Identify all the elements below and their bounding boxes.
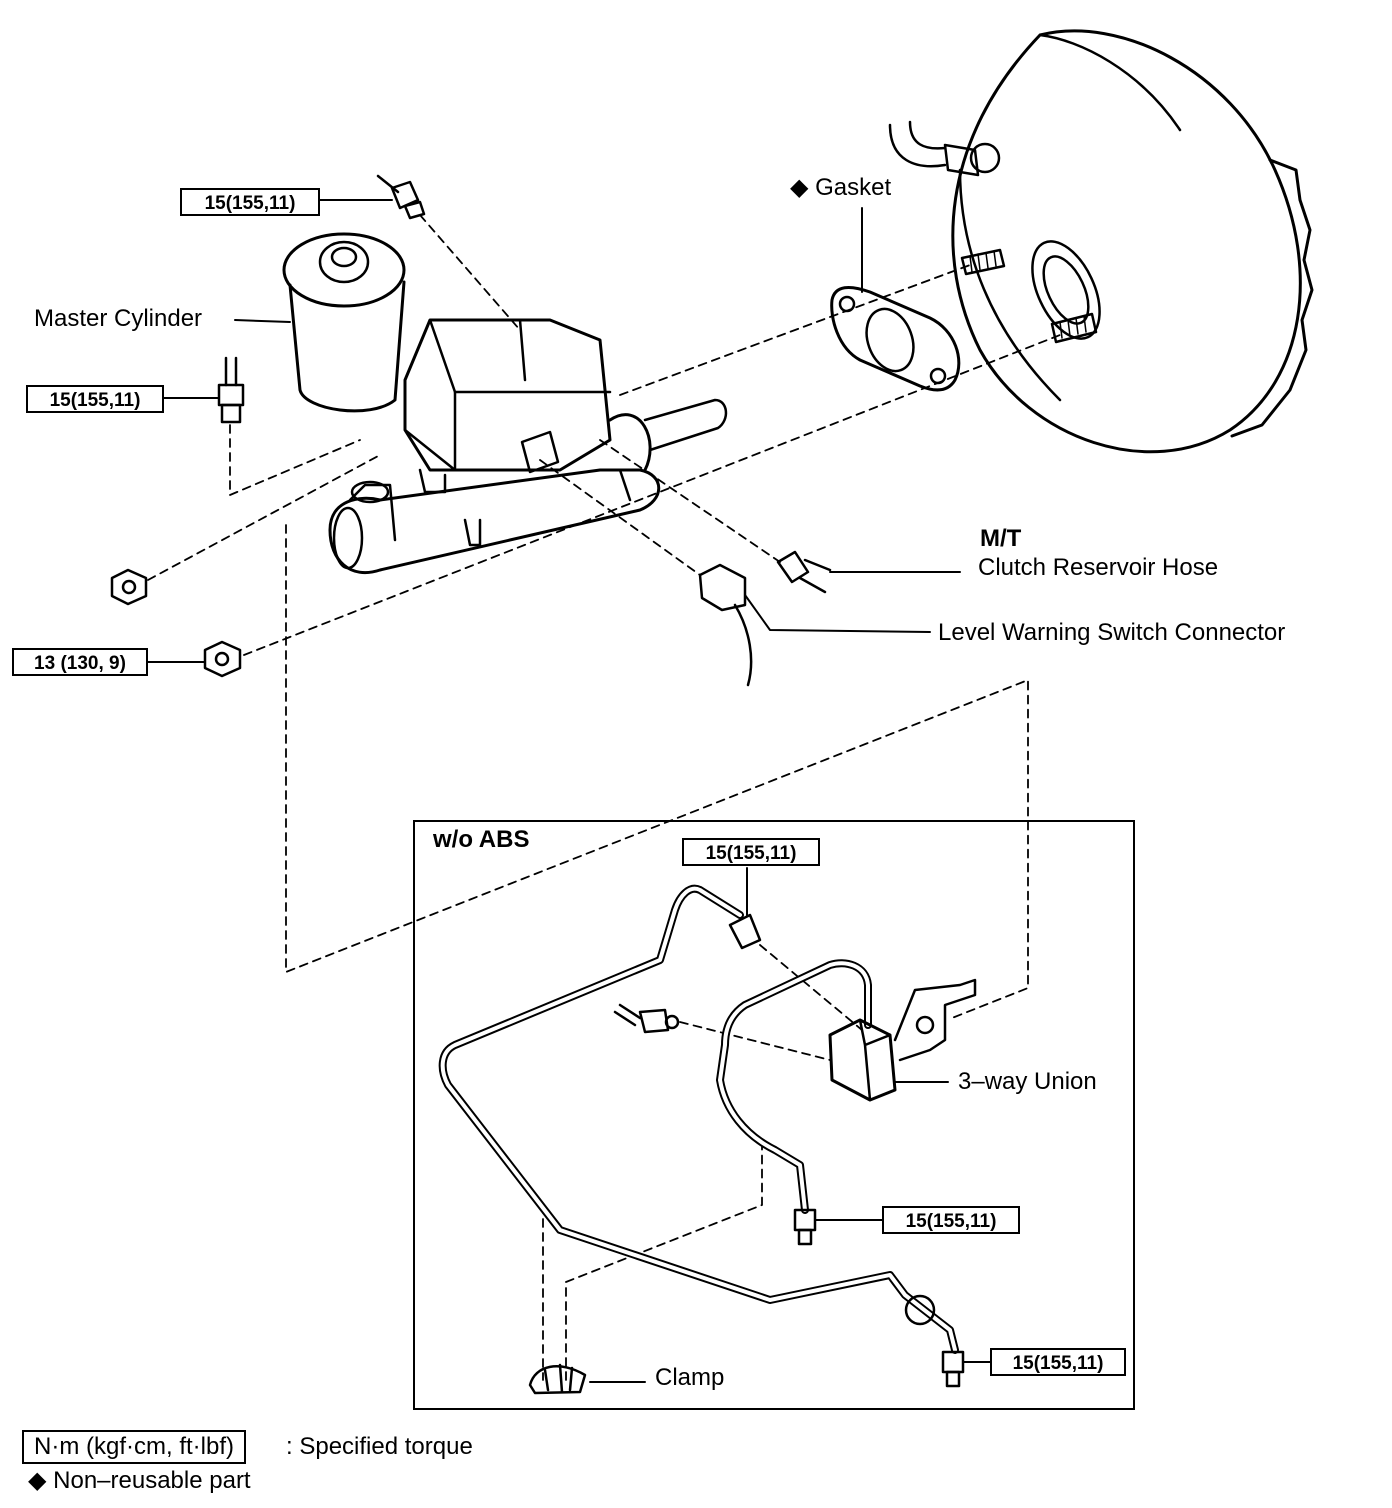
legend-nonreusable: ◆ Non–reusable part — [28, 1467, 251, 1495]
torque-box-abs-top: 15(155,11) — [682, 838, 820, 866]
tube-fittings — [110, 174, 961, 687]
master-cylinder-shape — [282, 232, 728, 575]
torque-box-left-fitting: 15(155,11) — [26, 385, 164, 413]
legend-unit-box: N·m (kgf·cm, ft·lbf) — [22, 1430, 246, 1464]
torque-box-nut: 13 (130, 9) — [12, 648, 148, 676]
wo-abs-frame — [413, 820, 1135, 1410]
torque-box-top-fitting: 15(155,11) — [180, 188, 320, 216]
gasket-shape — [830, 207, 961, 392]
gasket-text: Gasket — [815, 174, 892, 201]
torque-box-abs-middle: 15(155,11) — [882, 1206, 1020, 1234]
legend-nonreusable-text: Non–reusable part — [53, 1467, 251, 1494]
diamond-icon: ◆ — [790, 174, 809, 201]
clamp-label: Clamp — [655, 1364, 725, 1391]
mt-label: M/T — [980, 525, 1022, 552]
diamond-icon: ◆ — [28, 1467, 47, 1494]
legend-unit-description: : Specified torque — [286, 1433, 473, 1460]
torque-box-abs-bottom: 15(155,11) — [990, 1348, 1126, 1376]
abs-section-tubes — [438, 867, 993, 1395]
master-cylinder-label: Master Cylinder — [34, 305, 203, 332]
level-warning-switch-connector-label: Level Warning Switch Connector — [938, 619, 1286, 646]
leader-master-cylinder — [234, 319, 291, 323]
three-way-union-label: 3–way Union — [958, 1068, 1097, 1095]
brake-booster — [888, 29, 1314, 454]
clutch-reservoir-hose-label: Clutch Reservoir Hose — [978, 554, 1219, 581]
alignment-dashes — [147, 214, 1061, 1381]
gasket-label: ◆ Gasket — [790, 174, 891, 202]
wo-abs-label: w/o ABS — [433, 826, 530, 853]
